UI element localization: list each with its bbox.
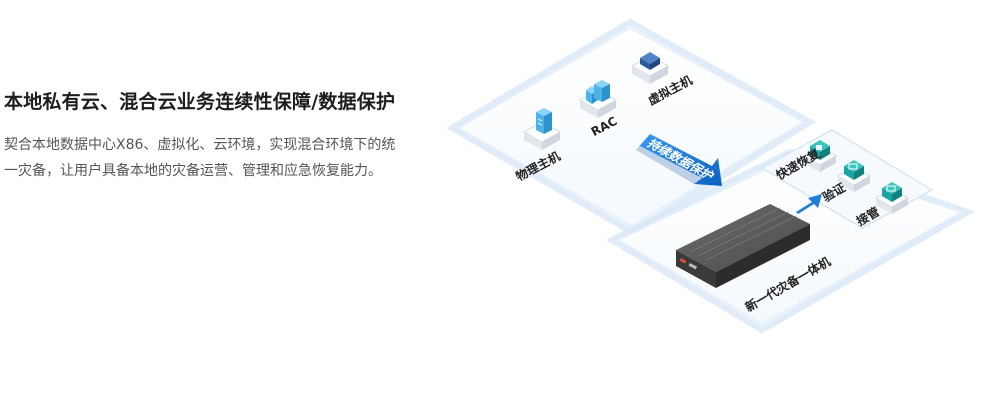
section-title: 本地私有云、混合云业务连续性保障/数据保护 — [4, 91, 396, 113]
section-description: 契合本地数据中心X86、虚拟化、云环境，实现混合环境下的统一灾备，让用户具备本地… — [4, 137, 396, 179]
appliance-node: 新一代灾备一体机 — [676, 204, 833, 315]
lock-restore-icon — [810, 140, 830, 160]
intro-section: 本地私有云、混合云业务连续性保障/数据保护 契合本地数据中心X86、虚拟化、云环… — [4, 88, 414, 184]
recovery-arrow-icon — [796, 194, 822, 214]
server-tower-icon — [536, 108, 552, 134]
verify-icon — [844, 160, 864, 180]
takeover-icon — [882, 182, 902, 202]
source-platform — [446, 18, 816, 236]
virtual-machine-icon — [640, 52, 660, 70]
appliance-box-icon — [676, 204, 810, 288]
server-cluster-icon — [586, 80, 610, 104]
